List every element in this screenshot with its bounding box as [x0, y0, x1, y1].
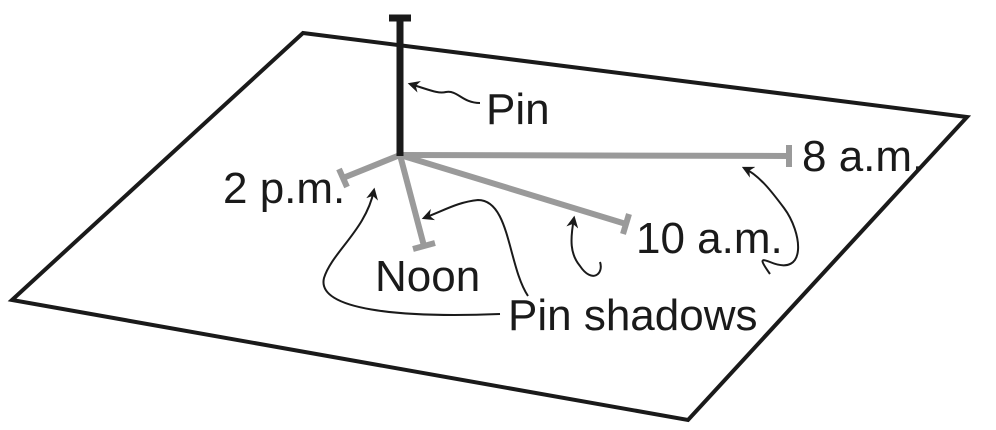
pin: [389, 14, 411, 156]
2pm-arrow: [322, 187, 501, 316]
ground-plane: [7, 30, 972, 423]
shadow-10am-tick: [620, 213, 632, 235]
label-pin: Pin: [486, 85, 550, 134]
label-8am: 8 a.m.: [802, 132, 924, 181]
noon-arrow: [421, 198, 529, 297]
label-noon: Noon: [375, 252, 480, 301]
pin-shadows: [336, 145, 792, 252]
shadow-10am: [399, 152, 627, 227]
leader-lines: [322, 81, 800, 316]
pin-arrow: [407, 81, 481, 104]
shadow-8am: [399, 152, 790, 159]
shadow-2pm-tick: [336, 167, 350, 189]
label-10am: 10 a.m.: [636, 214, 783, 263]
8am-arrow: [741, 166, 800, 275]
label-2pm: 2 p.m.: [223, 164, 345, 213]
shadow-noon-tick: [412, 240, 436, 252]
shadow-2pm: [341, 152, 402, 181]
label-pin-shadows: Pin shadows: [508, 291, 757, 340]
shadow-noon: [397, 154, 427, 247]
10am-arrow: [566, 215, 602, 277]
